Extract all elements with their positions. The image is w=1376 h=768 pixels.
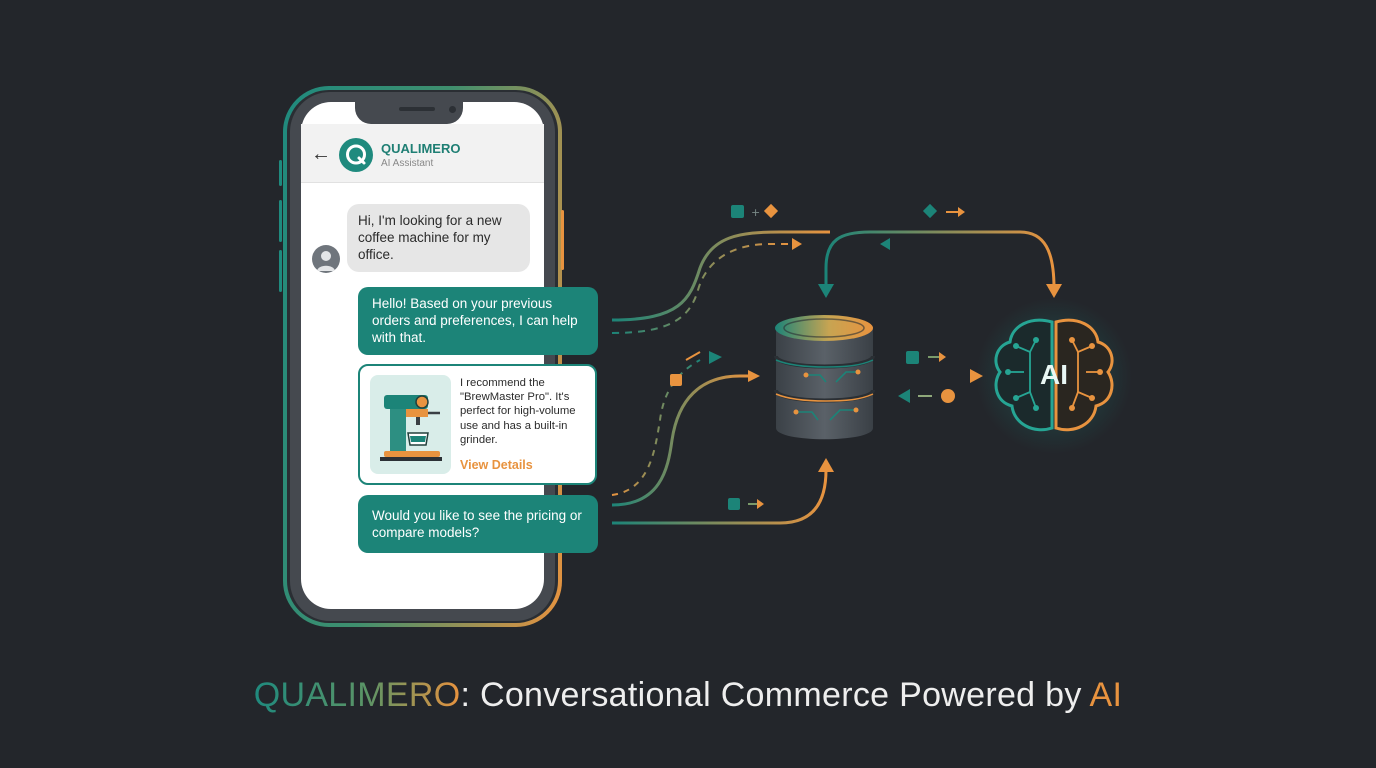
product-description: I recommend the "BrewMaster Pro". It's p… (460, 377, 576, 446)
view-details-link[interactable]: View Details (460, 458, 533, 472)
flow-path-middle (611, 351, 760, 507)
caption-brand: QUALIMERO (253, 676, 461, 714)
ai-brain-icon (976, 298, 1132, 454)
flow-path-db-ai (890, 351, 983, 403)
database-server-icon (774, 315, 875, 440)
data-packet-markers-top: + (731, 203, 965, 219)
phone-power-button (561, 210, 564, 270)
phone-side-button (279, 200, 282, 242)
chat-brand-subtitle: AI Assistant (381, 158, 434, 169)
bot-message-bubble: Hello! Based on your previous orders and… (358, 287, 598, 355)
arrow-left-icon[interactable]: ← (311, 143, 331, 165)
user-avatar-icon (312, 245, 340, 273)
brand-logo-icon (339, 138, 373, 172)
phone-notch (355, 100, 463, 124)
flow-path-bottom (612, 458, 834, 525)
flow-path-top-left (611, 230, 830, 334)
phone-side-button (279, 160, 282, 186)
bot-message-bubble: Would you like to see the pricing or com… (358, 495, 598, 553)
flow-path-top-right (818, 230, 1062, 298)
caption-highlight: AI (1089, 676, 1123, 714)
chat-brand-name: QUALIMERO (381, 141, 461, 156)
phone-camera (449, 106, 456, 113)
coffee-machine-icon (370, 375, 451, 474)
page-title: QUALIMERO: Conversational Commerce Power… (0, 672, 1376, 718)
caption-text: : Conversational Commerce Powered by (460, 676, 1090, 714)
user-message-bubble: Hi, I'm looking for a new coffee machine… (347, 204, 530, 272)
ai-label: AI (1040, 359, 1068, 390)
phone-speaker (399, 107, 435, 111)
svg-text:+: + (751, 206, 760, 219)
phone-side-button (279, 250, 282, 292)
